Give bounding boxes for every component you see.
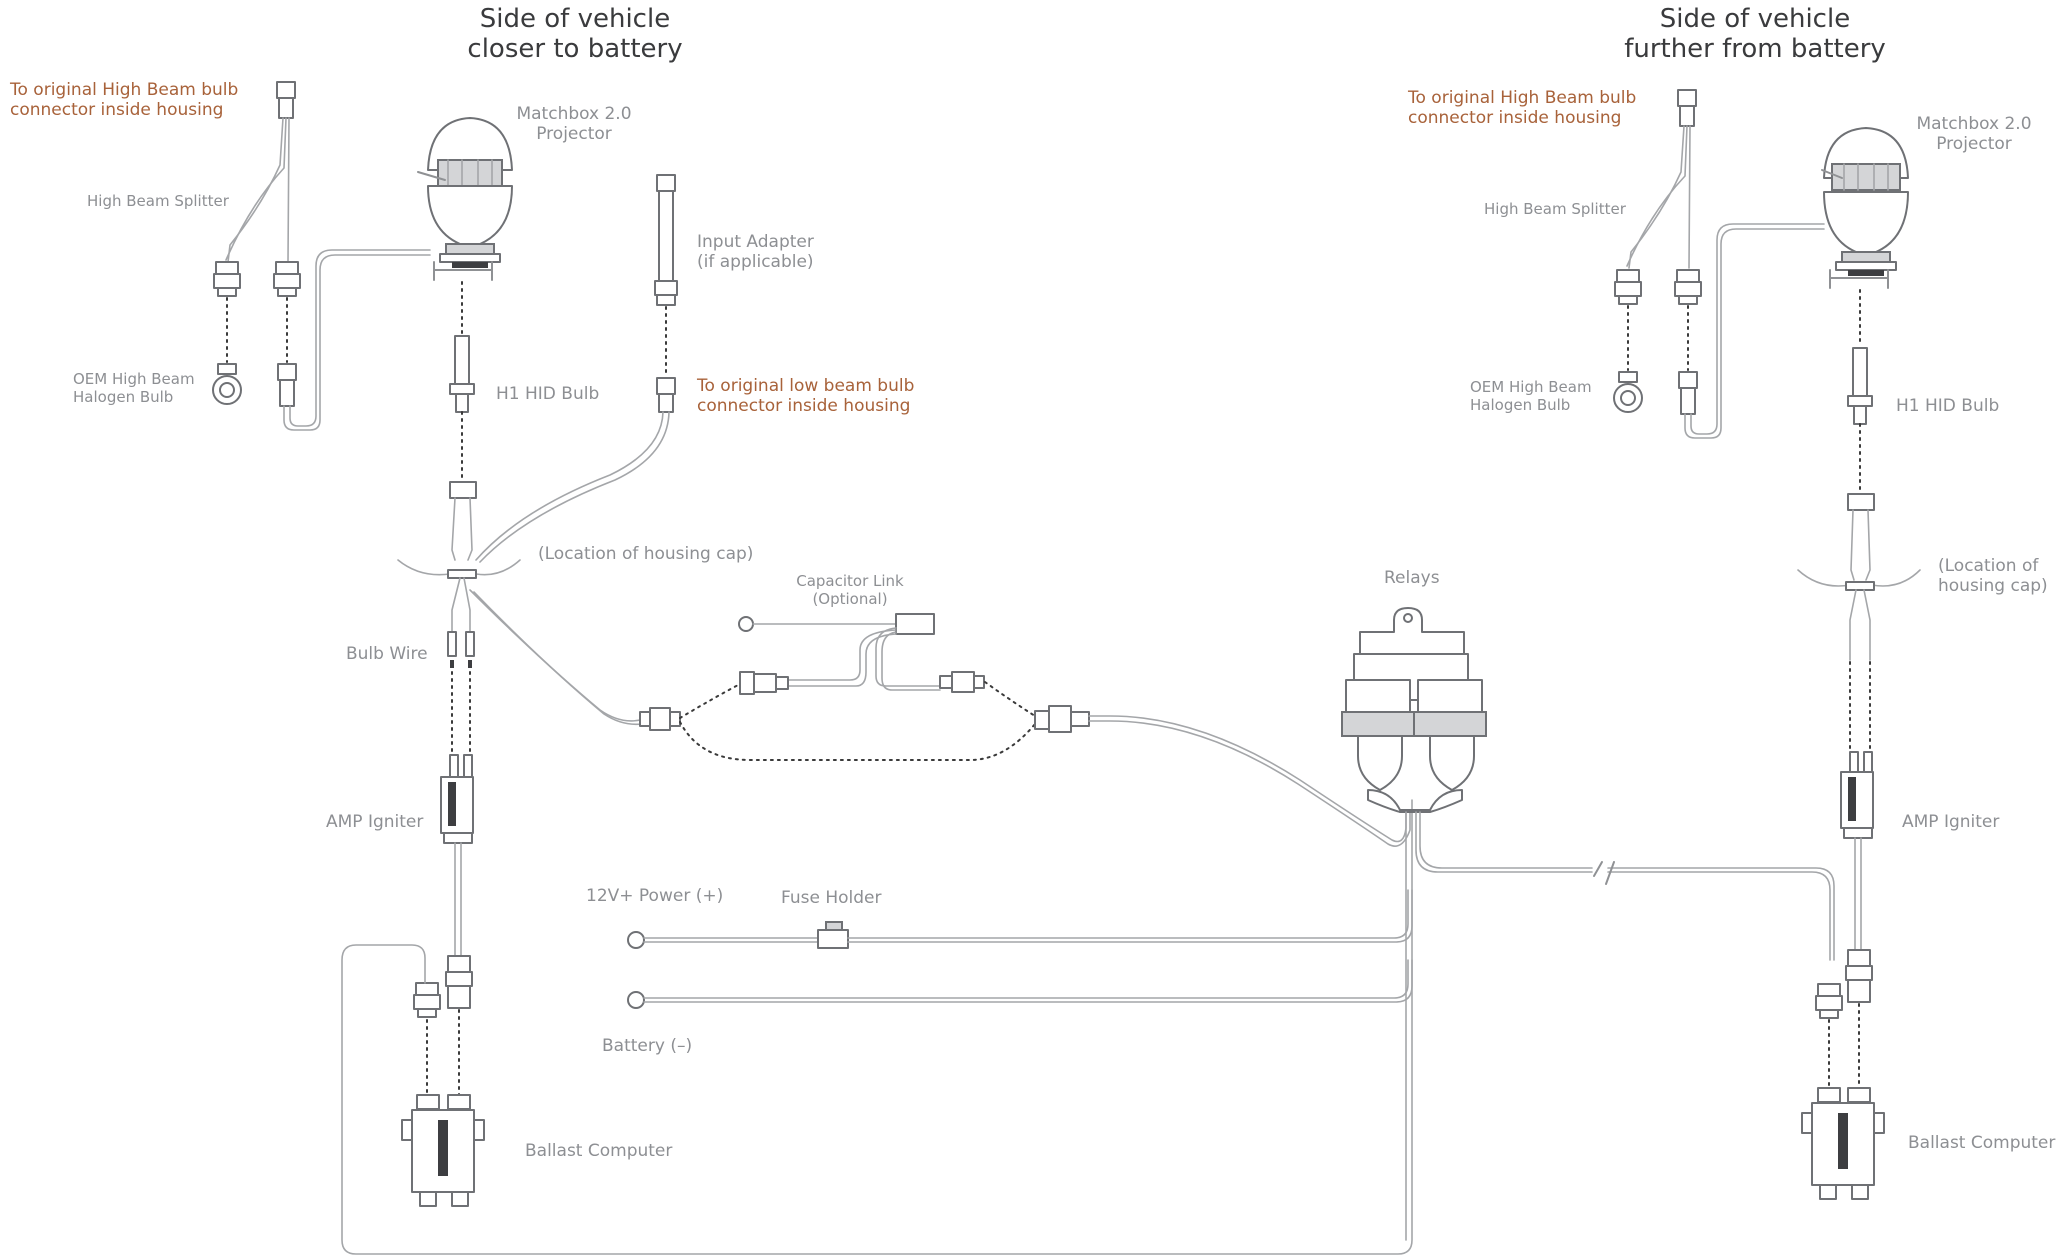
right-oem-bulb-label: OEM High Beam Halogen Bulb: [1470, 378, 1592, 414]
input-adapter-label: Input Adapter (if applicable): [697, 232, 814, 272]
power-cable: [627, 889, 1413, 949]
capacitor-link: [738, 613, 941, 691]
right-amp-igniter: [1840, 751, 1874, 951]
left-amp-igniter: [440, 754, 474, 957]
capacitor-connector-right: [939, 671, 985, 693]
left-high-beam-connector-label: To original High Beam bulb connector ins…: [10, 80, 239, 120]
left-high-beam-splitter: [213, 81, 301, 297]
low-beam-connector-label: To original low beam bulb connector insi…: [697, 376, 915, 416]
right-high-beam-splitter: [1614, 89, 1702, 305]
right-high-beam-connector-label: To original High Beam bulb connector ins…: [1408, 88, 1637, 128]
left-high-beam-splitter-label: High Beam Splitter: [87, 192, 229, 210]
fuse-holder-label: Fuse Holder: [781, 888, 882, 908]
left-projector-label: Matchbox 2.0 Projector: [516, 104, 632, 144]
left-oem-bulb-label: OEM High Beam Halogen Bulb: [73, 370, 195, 406]
center-wire-connector-right: [1034, 705, 1411, 847]
battery-label: Battery (–): [602, 1036, 693, 1056]
bulb-wire-label: Bulb Wire: [346, 644, 428, 664]
left-housing-cap-label: (Location of housing cap): [538, 544, 754, 564]
left-low-beam-plug: [475, 377, 676, 563]
left-amp-igniter-label: AMP Igniter: [326, 812, 424, 832]
right-hid-bulb-label: H1 HID Bulb: [1896, 396, 2000, 416]
right-housing-cap-label: (Location of housing cap): [1938, 556, 2048, 596]
right-projector-label: Matchbox 2.0 Projector: [1916, 114, 2032, 154]
right-side-title: Side of vehicle further from battery: [1624, 4, 1886, 64]
left-high-beam-plug: [277, 249, 431, 431]
right-ballast-computer: [1801, 1087, 1885, 1200]
battery-cable: [627, 959, 1413, 1009]
left-ballast-label: Ballast Computer: [525, 1141, 673, 1161]
relays-label: Relays: [1384, 568, 1440, 588]
left-ballast-computer: [401, 1094, 485, 1207]
left-bulb-wire: [397, 481, 643, 726]
right-amp-igniter-label: AMP Igniter: [1902, 812, 2000, 832]
right-ballast-label: Ballast Computer: [1908, 1133, 2056, 1153]
left-h1-hid-bulb: [449, 335, 475, 413]
left-ballast-connectors: [341, 799, 1413, 1255]
right-projector: [1821, 127, 1909, 289]
left-side-title: Side of vehicle closer to battery: [467, 4, 683, 64]
right-bulb-wire: [1797, 493, 1921, 661]
right-oem-halogen-bulb: [1613, 371, 1643, 413]
right-ballast-connectors: [1815, 949, 1873, 1019]
left-input-adapter: [654, 174, 678, 306]
capacitor-link-label: Capacitor Link (Optional): [796, 572, 904, 608]
center-wire-connector-left: [639, 707, 681, 731]
left-projector: [417, 117, 513, 281]
right-high-beam-splitter-label: High Beam Splitter: [1484, 200, 1626, 218]
power-label: 12V+ Power (+): [586, 886, 724, 906]
right-high-beam-plug: [1678, 223, 1825, 439]
capacitor-connector-left: [739, 671, 789, 695]
left-oem-halogen-bulb: [212, 363, 242, 405]
relays: [1341, 607, 1835, 1241]
right-h1-hid-bulb: [1847, 347, 1873, 425]
left-hid-bulb-label: H1 HID Bulb: [496, 384, 600, 404]
